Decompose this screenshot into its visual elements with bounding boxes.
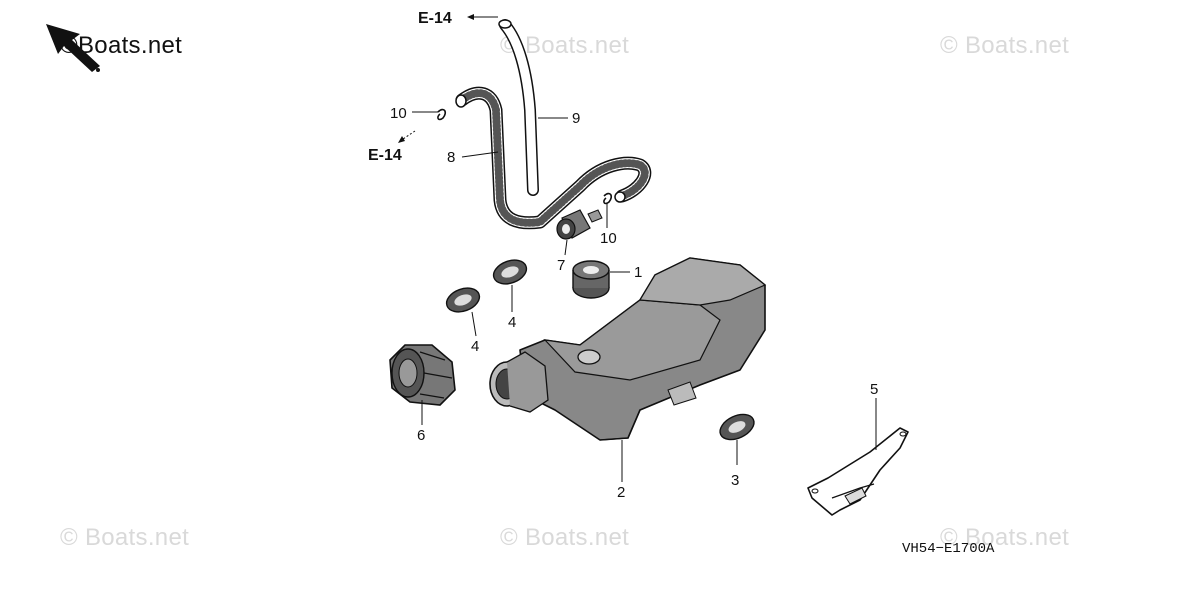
fuel-tank-2 — [489, 257, 767, 441]
grommet-1 — [572, 260, 610, 299]
grommet-4-upper — [492, 259, 528, 285]
watermark-top-right: © Boats.net — [940, 32, 1070, 59]
ref-e14-top: E-14 — [418, 10, 452, 27]
fuel-cap-6 — [389, 344, 456, 406]
ref-left-arrow — [398, 130, 416, 143]
callout-3: 3 — [731, 472, 739, 489]
watermark-bottom-center: © Boats.net — [500, 524, 630, 551]
hose-clip-10-lower — [603, 192, 612, 205]
watermark-bottom-left: © Boats.net — [60, 524, 190, 551]
watermark-bottom-right: © Boats.net — [940, 524, 1070, 551]
leader-lines — [412, 111, 877, 482]
callout-2: 2 — [617, 484, 625, 501]
callout-9: 9 — [572, 110, 580, 127]
callout-7: 7 — [557, 257, 565, 274]
back-arrow-icon[interactable] — [46, 24, 100, 72]
diagram-code: VH54−E1700A — [902, 541, 995, 557]
callout-4-upper: 4 — [508, 314, 516, 331]
callout-5: 5 — [870, 381, 878, 398]
callout-6: 6 — [417, 427, 425, 444]
callout-4-lower: 4 — [471, 338, 479, 355]
fuel-hose-9 — [498, 19, 539, 196]
callout-10-upper: 10 — [390, 105, 407, 122]
grommet-3 — [719, 413, 755, 441]
tank-bracket-5 — [807, 427, 909, 516]
callout-10-lower: 10 — [600, 230, 617, 247]
fuel-hose-8 — [455, 86, 652, 230]
fuel-filter-7 — [556, 209, 603, 240]
callout-1: 1 — [634, 264, 642, 281]
ref-top-arrow — [467, 14, 498, 20]
ref-e14-left: E-14 — [368, 147, 402, 164]
hose-clip-10-upper — [437, 108, 446, 121]
grommet-4-lower — [445, 287, 481, 313]
callout-8: 8 — [447, 149, 455, 166]
